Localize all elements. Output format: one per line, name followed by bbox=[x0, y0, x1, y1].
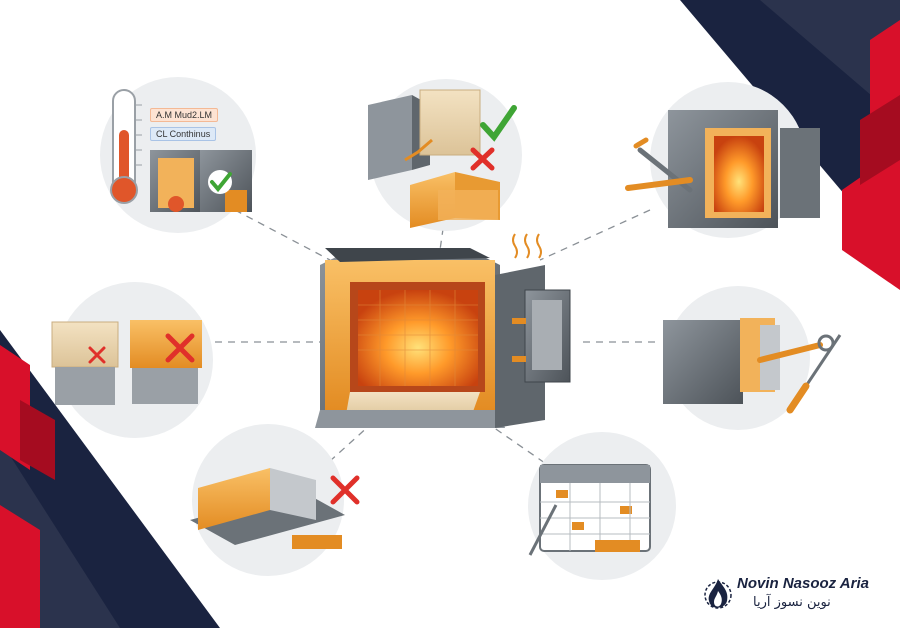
brand-name-english: Novin Nasooz Aria bbox=[737, 575, 869, 592]
bubble-maintenance-schedule bbox=[528, 432, 676, 580]
cross-icon bbox=[165, 333, 195, 363]
monitoring-label-status: CL Conthinus bbox=[150, 127, 217, 141]
bubble-furnace-inspection bbox=[625, 82, 820, 238]
bubble-brick-damage bbox=[51, 282, 213, 438]
bubble-installation bbox=[190, 424, 360, 576]
flame-logo-icon bbox=[704, 579, 732, 609]
check-icon bbox=[480, 105, 517, 142]
bubble-material-choice bbox=[368, 79, 522, 231]
cross-icon bbox=[88, 346, 106, 364]
brand-logo-block: Novin Nasooz Aria نوین نسوز آریا bbox=[703, 575, 888, 617]
bubble-monitoring bbox=[100, 77, 256, 233]
cross-icon bbox=[330, 475, 360, 505]
cross-icon bbox=[470, 147, 495, 171]
wrench-icon bbox=[757, 334, 835, 363]
thermometer-icon bbox=[110, 89, 142, 204]
corner-decoration-bottom-left bbox=[0, 330, 220, 628]
brand-name-persian: نوین نسوز آریا bbox=[753, 595, 831, 610]
monitoring-label-mode: A.M Mud2.LM bbox=[150, 108, 219, 122]
central-furnace bbox=[315, 233, 571, 428]
calendar-icon bbox=[539, 464, 651, 552]
bubble-repair bbox=[663, 286, 842, 430]
check-icon bbox=[208, 170, 232, 194]
